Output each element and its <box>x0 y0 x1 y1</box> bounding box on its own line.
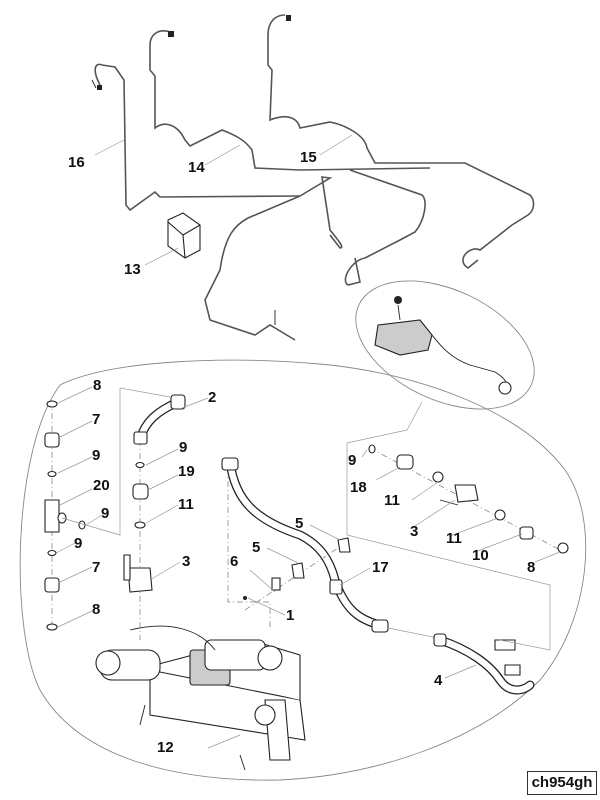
callout-11-center: 11 <box>178 496 194 513</box>
callout-12: 12 <box>157 739 174 756</box>
detail-ellipse <box>355 280 535 431</box>
callout-14: 14 <box>188 159 205 176</box>
right-fitting-stack <box>346 429 569 651</box>
harness-15 <box>204 14 535 341</box>
callout-5-upper: 5 <box>295 515 303 532</box>
callout-labels: 16 14 15 13 8 7 9 20 9 9 7 8 2 9 19 11 3… <box>68 149 535 756</box>
callout-6: 6 <box>230 553 238 570</box>
leader-lines <box>55 134 561 749</box>
callout-1: 1 <box>286 607 294 624</box>
center-fitting-stack <box>61 387 186 640</box>
callout-18: 18 <box>350 479 367 496</box>
hose-17 <box>221 457 389 633</box>
callout-7-bottom-left: 7 <box>92 559 100 576</box>
callout-9-center: 9 <box>179 439 187 456</box>
callout-16: 16 <box>68 154 85 171</box>
callout-9-left-lower: 9 <box>74 535 82 552</box>
callout-3-right: 3 <box>410 523 418 540</box>
callout-17: 17 <box>372 559 389 576</box>
callout-9-tee-side: 9 <box>101 505 109 522</box>
callout-13: 13 <box>124 261 141 278</box>
harness-16 <box>91 63 301 212</box>
callout-8-top-left: 8 <box>93 377 101 394</box>
callout-8-bottom-left: 8 <box>92 601 100 618</box>
callout-2: 2 <box>208 389 216 406</box>
callout-3-center: 3 <box>182 553 190 570</box>
callout-9-right: 9 <box>348 452 356 469</box>
control-box-13 <box>167 212 201 259</box>
callout-9-left-upper: 9 <box>92 447 100 464</box>
hose-4 <box>387 627 535 695</box>
callout-7-top-left: 7 <box>92 411 100 428</box>
callout-10: 10 <box>472 547 489 564</box>
callout-15: 15 <box>300 149 317 166</box>
brackets-5-6 <box>243 537 351 611</box>
callout-19: 19 <box>178 463 195 480</box>
callout-8-right: 8 <box>527 559 535 576</box>
heat-exchanger-unit-12 <box>95 625 306 771</box>
callout-11-right-upper: 11 <box>384 492 400 509</box>
callout-11-right-lower: 11 <box>446 530 462 547</box>
harness-14 <box>149 30 431 171</box>
left-fitting-stack <box>44 400 86 632</box>
callout-5-lower: 5 <box>252 539 260 556</box>
drawing-code-label: ch954gh <box>527 771 597 795</box>
callout-4: 4 <box>434 672 443 689</box>
pump-unit-miniature <box>374 296 512 395</box>
callout-20: 20 <box>93 477 110 494</box>
